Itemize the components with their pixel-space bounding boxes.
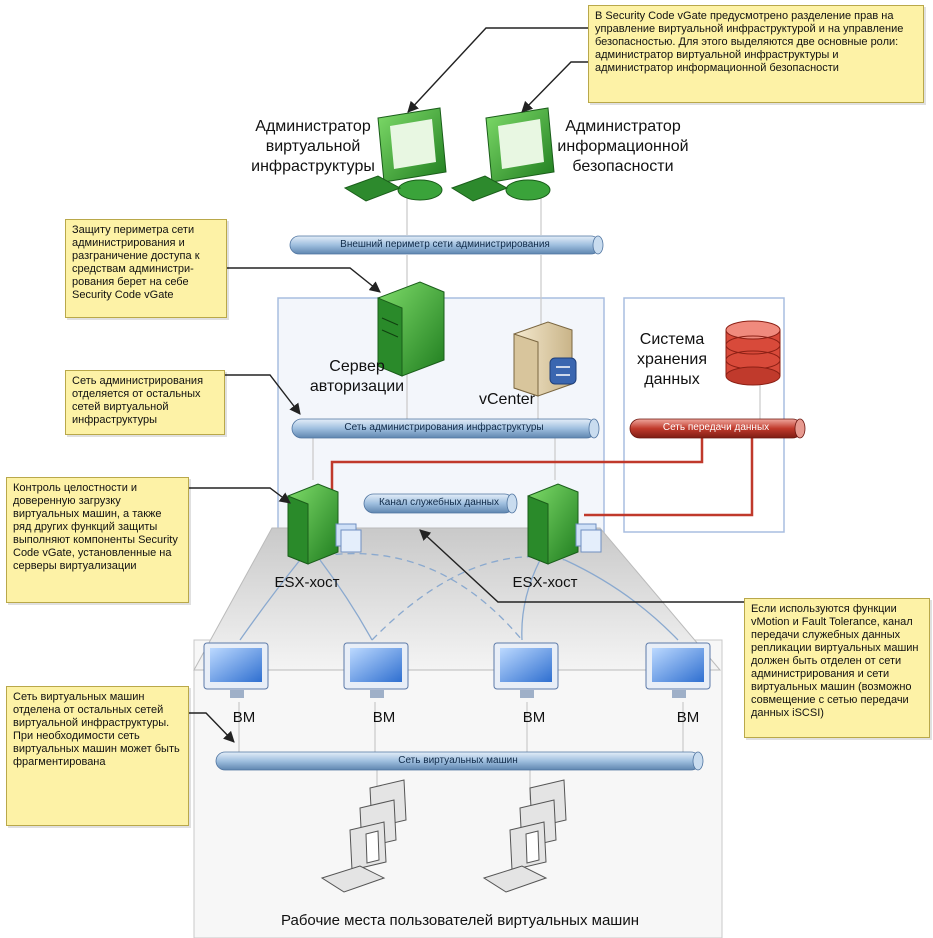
pipe-vm-network: [215, 751, 704, 771]
callout-arrows: [188, 27, 744, 743]
vm-3-icon: [493, 642, 559, 698]
note-vmotion: Если используются функции vMotion и Faul…: [744, 598, 930, 738]
note-perimeter: Защиту периметра сети администрирования …: [65, 219, 227, 318]
note-admin-network: Сеть администрирования отделяется от ост…: [65, 370, 225, 435]
note-integrity: Контроль целостности и доверенную загруз…: [6, 477, 189, 603]
workplace-zone: [193, 639, 723, 938]
vm-2-label: ВМ: [372, 709, 396, 726]
note-vm-network: Сеть виртуальных машин отделена от остал…: [6, 686, 189, 826]
database-icon: [725, 320, 781, 386]
esx-right-label: ESX-хост: [512, 574, 578, 591]
vm-network-label: Сеть виртуальных машин: [398, 755, 518, 766]
virtualization-area: [193, 527, 722, 671]
user-workstation-right-icon: [482, 779, 567, 893]
pipe-admin-infra: [291, 418, 600, 439]
vm-3-label: ВМ: [522, 709, 546, 726]
workplaces-label: Рабочие места пользователей виртуальных …: [280, 912, 639, 929]
pipe-service-channel: [363, 493, 518, 514]
user-workstation-left-icon: [320, 779, 407, 893]
vcenter-label: vCenter: [478, 391, 536, 408]
pipe-data-transfer: [629, 418, 806, 439]
esx-left-label: ESX-хост: [274, 574, 340, 591]
admin-virtual-label: Администратор виртуальной инфраструктуры: [251, 118, 375, 175]
esx-host-right-icon: [527, 483, 602, 565]
admin-security-label: Администратор информационной безопасност…: [557, 118, 689, 175]
vm-1-icon: [203, 642, 269, 698]
auth-server-label: Сервер авторизации: [309, 358, 405, 395]
external-network-label: Внешний периметр сети администрирования: [340, 239, 550, 250]
storage-label: Система хранения данных: [637, 331, 707, 388]
auth-server-icon: [377, 281, 445, 377]
vm-1-label: ВМ: [232, 709, 256, 726]
pipe-external: [289, 235, 604, 255]
note-roles: В Security Code vGate предусмотрено разд…: [588, 5, 924, 103]
vm-4-label: ВМ: [676, 709, 700, 726]
admin-virtual-workstation-icon: [343, 107, 447, 202]
data-network-links: [330, 437, 754, 517]
admin-security-workstation-icon: [450, 107, 555, 202]
admin-infra-network-label: Сеть администрирования инфраструктуры: [344, 422, 544, 433]
data-transfer-network-label: Сеть передачи данных: [662, 422, 770, 433]
vcenter-icon: [513, 321, 577, 397]
vm-4-icon: [645, 642, 711, 698]
esx-host-left-icon: [287, 483, 362, 565]
vm-2-icon: [343, 642, 409, 698]
service-channel-label: Канал служебных данных: [378, 497, 499, 508]
